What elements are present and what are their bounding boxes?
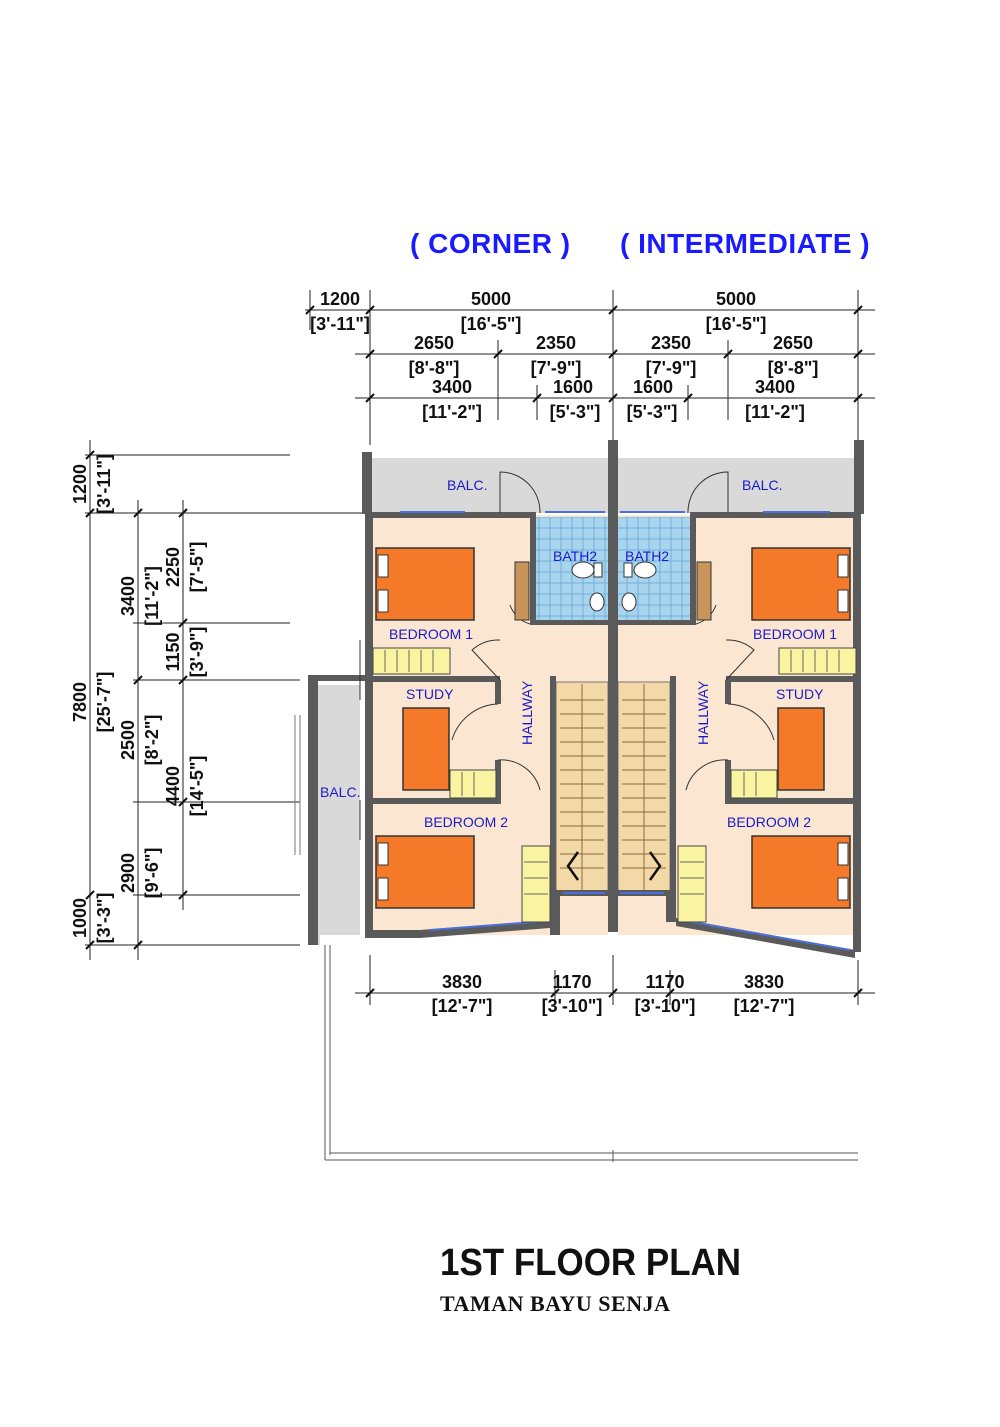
dim-left-1000-ft: [3'-3"]	[94, 893, 114, 944]
desks	[514, 561, 712, 621]
sanitary-fixtures	[571, 561, 657, 612]
rear-wall-left	[420, 920, 550, 938]
dim-left-4400-ft: [14'-5"]	[187, 756, 207, 817]
label-bath2-right: BATH2	[625, 548, 669, 564]
label-bath2-left: BATH2	[553, 548, 597, 564]
dim-left-7800-ft: [25'-7"]	[94, 672, 114, 733]
bed-bedroom2-left	[375, 835, 475, 909]
bed-pillows	[377, 554, 849, 901]
dim-left-7800: 7800	[70, 682, 90, 722]
dim-top-1200-ft: [3'-11"]	[310, 314, 370, 334]
dim-top-3400-right: 3400	[755, 377, 795, 397]
plan-subtitle: TAMAN BAYU SENJA	[440, 1291, 671, 1316]
dim-top-2350-left: 2350	[536, 333, 576, 353]
dim-left-1000: 1000	[70, 898, 90, 938]
dim-left-1200-ft: [3'-11"]	[94, 454, 114, 514]
dim-top-1600-right: 1600	[633, 377, 673, 397]
top-dimension-lines	[305, 290, 875, 445]
label-balc-side: BALC.	[320, 784, 360, 800]
label-hallway-right: HALLWAY	[695, 680, 711, 745]
dim-top-2650-right-ft: [8'-8"]	[768, 358, 819, 378]
dim-top-2350-right: 2350	[651, 333, 691, 353]
label-balc-right-top: BALC.	[742, 477, 782, 493]
beds	[375, 547, 851, 909]
dim-bottom-1170-right-ft: [3'-10"]	[635, 996, 696, 1016]
dim-top-3400-right-ft: [11'-2"]	[745, 402, 805, 422]
dim-bottom-1170-left: 1170	[552, 972, 591, 992]
dim-bottom-1170-right: 1170	[645, 972, 684, 992]
bed-study-left	[402, 707, 450, 791]
dim-bottom-3830-left-ft: [12'-7"]	[432, 996, 493, 1016]
label-bedroom1-left: BEDROOM 1	[389, 626, 473, 642]
balcony-right-top	[618, 458, 854, 513]
bed-bedroom1-left	[375, 547, 475, 621]
dim-top-2650-right: 2650	[773, 333, 813, 353]
dim-left-1200: 1200	[70, 464, 90, 504]
bed-bedroom1-right	[751, 547, 851, 621]
dim-top-2650-left-ft: [8'-8"]	[409, 358, 460, 378]
bottom-dimension-lines	[355, 955, 875, 1005]
dim-bottom-1170-left-ft: [3'-10"]	[542, 996, 603, 1016]
left-dimension-lines	[85, 440, 365, 960]
dim-left-2250: 2250	[163, 547, 183, 587]
dim-top-1600-right-ft: [5'-3"]	[627, 402, 678, 422]
dim-top-5000-right: 5000	[716, 289, 756, 309]
bottom-dimension-ticks	[365, 988, 863, 998]
dim-left-4400: 4400	[163, 766, 183, 806]
wardrobes	[372, 647, 857, 923]
stair-treads	[560, 684, 666, 890]
bed-bedroom2-right	[751, 835, 851, 909]
dim-top-1200: 1200	[320, 289, 360, 309]
dim-left-2900-ft: [9'-6"]	[142, 848, 162, 899]
side-balcony-railing	[294, 715, 301, 855]
balcony-doors	[359, 471, 729, 840]
label-bedroom1-right: BEDROOM 1	[753, 626, 837, 642]
dim-left-2500: 2500	[118, 720, 138, 760]
dim-left-2900: 2900	[118, 853, 138, 893]
dim-top-5000-left: 5000	[471, 289, 511, 309]
dim-bottom-3830-right: 3830	[744, 972, 784, 992]
porch-outline	[324, 945, 858, 1162]
dim-left-2500-ft: [8'-2"]	[142, 715, 162, 766]
balcony-side	[308, 685, 360, 945]
dim-top-3400-left: 3400	[432, 377, 472, 397]
top-dimension-ticks	[305, 305, 863, 403]
label-hallway-left: HALLWAY	[519, 680, 535, 745]
dim-top-2350-right-ft: [7'-9"]	[646, 358, 697, 378]
dim-left-3400: 3400	[118, 576, 138, 616]
dim-bottom-3830-left: 3830	[442, 972, 482, 992]
stair-arrows	[566, 851, 662, 881]
heading-corner: ( CORNER )	[410, 228, 571, 259]
left-dimension-ticks	[85, 450, 188, 950]
dim-left-1150-ft: [3'-9"]	[187, 627, 207, 678]
label-study-right: STUDY	[776, 686, 824, 702]
label-bedroom2-left: BEDROOM 2	[424, 814, 508, 830]
heading-intermediate: ( INTERMEDIATE )	[620, 228, 871, 259]
dim-top-1600-left: 1600	[553, 377, 593, 397]
dim-left-3400-ft: [11'-2"]	[142, 566, 162, 626]
plan-title: 1ST FLOOR PLAN	[440, 1242, 742, 1284]
dim-top-1600-left-ft: [5'-3"]	[550, 402, 601, 422]
dim-left-1150: 1150	[163, 632, 183, 671]
label-study-left: STUDY	[406, 686, 454, 702]
dim-bottom-3830-right-ft: [12'-7"]	[734, 996, 795, 1016]
dim-top-5000-left-ft: [16'-5"]	[461, 314, 522, 334]
dim-left-2250-ft: [7'-5"]	[187, 542, 207, 593]
wardrobe-lines	[384, 650, 840, 895]
dim-top-2650-left: 2650	[414, 333, 454, 353]
balcony-left-top	[372, 458, 608, 513]
bed-study-right	[777, 707, 825, 791]
dim-top-2350-left-ft: [7'-9"]	[531, 358, 582, 378]
label-bedroom2-right: BEDROOM 2	[727, 814, 811, 830]
dim-top-5000-right-ft: [16'-5"]	[706, 314, 767, 334]
label-balc-left-top: BALC.	[447, 477, 487, 493]
dim-top-3400-left-ft: [11'-2"]	[422, 402, 482, 422]
